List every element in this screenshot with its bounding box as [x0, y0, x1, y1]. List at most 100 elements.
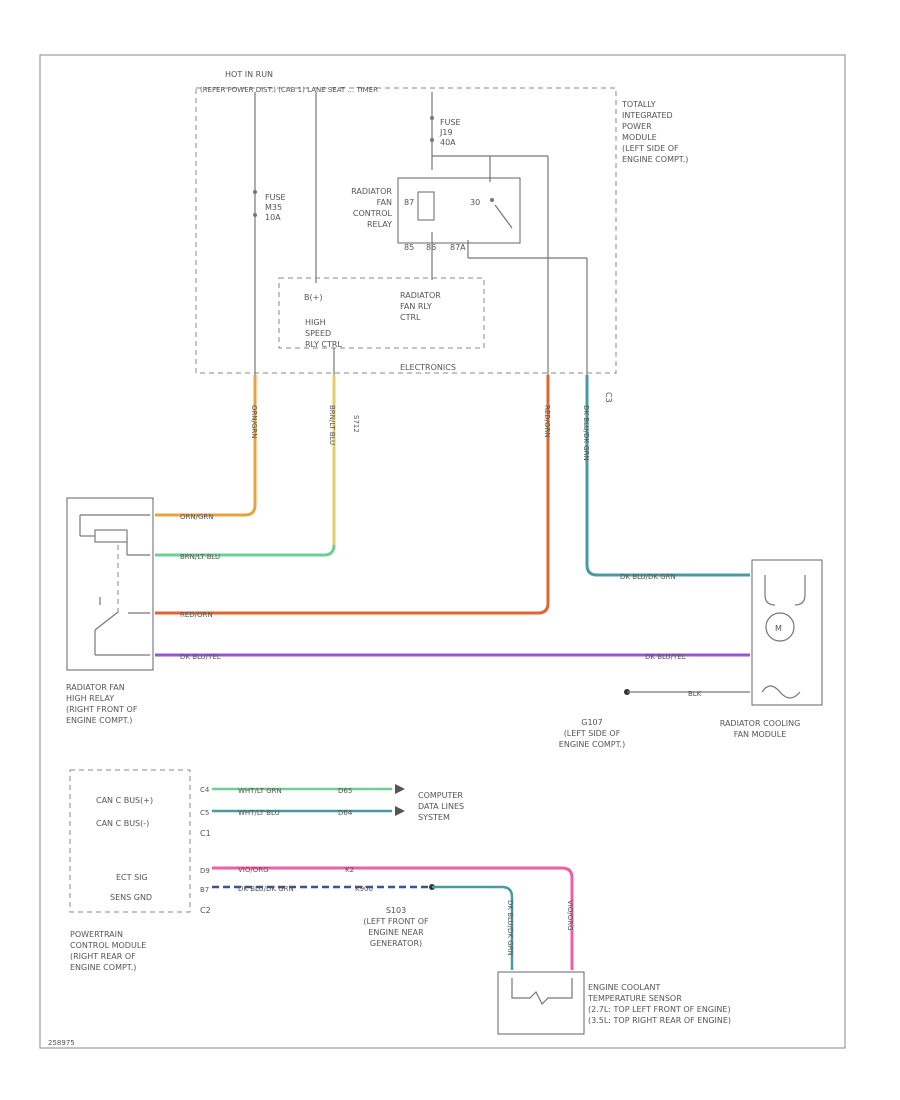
- green-wire: [155, 544, 336, 557]
- relay-pin-87a: 87A: [450, 243, 466, 252]
- text-line: (3.5L: TOP RIGHT REAR OF ENGINE): [588, 1016, 731, 1025]
- fan-control-relay-box: [397, 177, 521, 244]
- tipm-module: HOT IN RUN (REFER POWER DIST.) (CAB 1) L…: [195, 70, 688, 403]
- red-wire-vertical-label: RED/ORN: [543, 405, 551, 438]
- text-line: RADIATOR COOLING: [720, 719, 801, 728]
- navy-wire-label: DK BLU/DK GRN: [238, 885, 294, 893]
- fan-motor-icon: [765, 612, 795, 642]
- high-relay-box: [66, 497, 154, 671]
- can-h-arrow: [395, 784, 405, 794]
- pcm-pin-b7: B7: [200, 886, 209, 894]
- pcm-c1: C1: [200, 829, 211, 838]
- text-line: G107: [581, 718, 602, 727]
- text-line: DATA LINES: [418, 802, 464, 811]
- text-line: (LEFT FRONT OF: [363, 917, 429, 926]
- teal-wire-vertical-label: DK BLU/DK GRN: [582, 405, 590, 461]
- violet-wire-right-label: DK BLU/YEL: [645, 653, 686, 661]
- electronics-b-plus: B(+): [304, 293, 322, 302]
- text-line: (LEFT SIDE OF: [622, 144, 679, 153]
- electronics-box: [278, 277, 485, 349]
- fuse-left-dot-bottom: [253, 213, 257, 217]
- text-line: ENGINE COMPT.): [559, 740, 625, 749]
- text-line: TEMPERATURE SENSOR: [587, 994, 682, 1003]
- fan-motor-m: M: [775, 624, 782, 633]
- fuse-left-dot-top: [253, 190, 257, 194]
- relay-switch-contact: [490, 198, 494, 202]
- text-line: SPEED: [305, 329, 331, 338]
- pcm-can-h: CAN C BUS(+): [96, 796, 153, 805]
- pink-wire-label: VIO/ORG: [238, 866, 269, 874]
- relay-pin-87: 87: [404, 198, 414, 207]
- ect-wiring: VIO/ORG K2 DK BLU/DK GRN K900 S103(LEFT …: [212, 866, 574, 970]
- red-wire-horizontal-label: RED/ORN: [180, 611, 213, 619]
- sensor-left-wire-label: DK BLU/DK GRN: [506, 900, 514, 956]
- teal-wire: [585, 375, 750, 577]
- pcm-ect-sig: ECT SIG: [116, 873, 148, 882]
- pink-wire-code: K2: [345, 866, 354, 874]
- text-line: M35: [265, 203, 282, 212]
- tipm-connector-c3: C3: [604, 392, 613, 403]
- text-line: J19: [439, 128, 453, 137]
- pcm-pin-c5: C5: [200, 809, 209, 817]
- relay-pin-30: 30: [470, 198, 480, 207]
- text-line: CTRL: [400, 313, 421, 322]
- text-line: RELAY: [367, 220, 392, 229]
- text-line: RADIATOR FAN: [66, 683, 125, 692]
- pcm-pin-c4: C4: [200, 786, 210, 794]
- text-line: CONTROL: [353, 209, 393, 218]
- relay-coil: [417, 191, 435, 221]
- ect-thermistor-icon: [511, 978, 573, 1006]
- text-line: 40A: [440, 138, 456, 147]
- text-line: FAN RLY: [400, 302, 432, 311]
- text-line: FUSE: [440, 118, 461, 127]
- red-wire: [155, 375, 550, 615]
- sensor-ground-wire: [432, 885, 514, 970]
- pcm-c2: C2: [200, 906, 211, 915]
- tipm-feed-text: (REFER POWER DIST.) (CAB 1) LANE SEAT ..…: [200, 86, 378, 94]
- text-line: MODULE: [622, 133, 657, 142]
- tipm-hot-in-run: HOT IN RUN: [225, 70, 273, 79]
- footer-code: 258975: [48, 1039, 75, 1047]
- diagram-frame: [39, 54, 846, 1049]
- text-line: 10A: [265, 213, 281, 222]
- text-line: TOTALLY: [621, 100, 656, 109]
- pcm-dashed-box: [69, 769, 191, 913]
- data-lines-label: COMPUTER DATA LINES SYSTEM: [418, 791, 464, 822]
- text-line: COMPUTER: [418, 791, 463, 800]
- can-h-wire-code: D65: [338, 787, 352, 795]
- text-line: ENGINE COOLANT: [588, 983, 660, 992]
- text-line: GENERATOR): [370, 939, 422, 948]
- yellow-wire-vertical-label: BRN/LT BLU: [328, 405, 336, 445]
- navy-wire-code: K900: [355, 885, 373, 893]
- pink-wire: [212, 866, 574, 970]
- text-line: RADIATOR: [400, 291, 441, 300]
- text-line: INTEGRATED: [622, 111, 673, 120]
- text-line: HIGH RELAY: [66, 694, 114, 703]
- orange-wire-horizontal-label: ORN/GRN: [180, 513, 214, 521]
- text-line: RLY CTRL: [305, 340, 342, 349]
- relay-pin-86: 86: [426, 243, 436, 252]
- text-line: FAN: [377, 198, 392, 207]
- text-line: ENGINE COMPT.): [66, 716, 132, 725]
- text-line: FUSE: [265, 193, 286, 202]
- text-line: SYSTEM: [418, 813, 450, 822]
- yellow-wire-horizontal-label: BRN/LT BLU: [180, 553, 220, 561]
- relay-switch-arm: [494, 204, 513, 229]
- text-line: POWER: [622, 122, 652, 131]
- pcm-pin-d9: D9: [200, 867, 210, 875]
- splice-s712-label: S712: [352, 415, 360, 433]
- electronics-fan-ctrl: RADIATOR FAN RLY CTRL: [400, 291, 441, 322]
- text-line: POWERTRAIN: [70, 930, 123, 939]
- tipm-label: TOTALLY INTEGRATED POWER MODULE (LEFT SIDE O…: [621, 100, 688, 164]
